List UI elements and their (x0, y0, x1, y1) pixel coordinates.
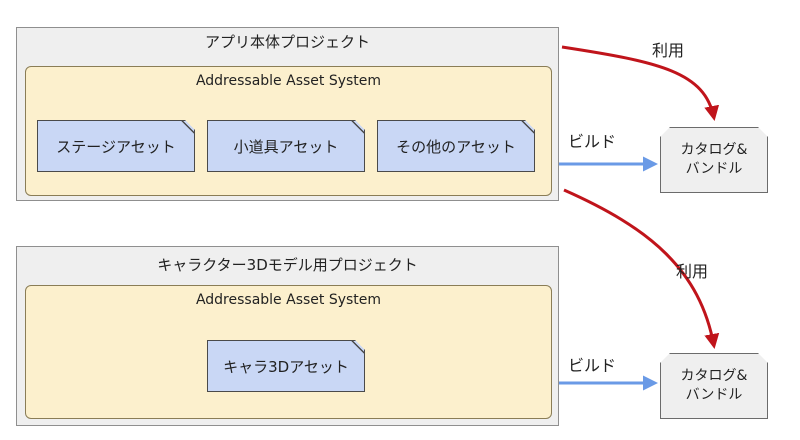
aas-title: Addressable Asset System (195, 292, 382, 308)
catalog-label-line1: カタログ& (680, 142, 748, 158)
catalog-bundle-1: カタログ& バンドル (660, 127, 768, 193)
project-title: キャラクター3Dモデル用プロジェクト (157, 256, 418, 274)
project-title: アプリ本体プロジェクト (204, 33, 370, 51)
catalog-label-line2: バンドル (685, 387, 743, 403)
asset-label: 小道具アセット (233, 137, 339, 156)
asset-stage: ステージアセット (37, 120, 195, 172)
asset-label: キャラ3Dアセット (223, 357, 349, 376)
use-label-1: 利用 (652, 41, 685, 60)
catalog-label-line1: カタログ& (680, 368, 748, 384)
asset-props: 小道具アセット (207, 120, 365, 172)
aas-title: Addressable Asset System (195, 73, 382, 89)
asset-label: その他のアセット (396, 137, 516, 156)
asset-character-3d: キャラ3Dアセット (207, 340, 365, 392)
build-label-2: ビルド (568, 356, 617, 375)
character-model-project: キャラクター3Dモデル用プロジェクト Addressable Asset Sys… (16, 246, 559, 426)
catalog-label-line2: バンドル (685, 161, 743, 177)
app-main-project: アプリ本体プロジェクト Addressable Asset System (16, 27, 559, 201)
use-label-2: 利用 (676, 262, 709, 281)
asset-label: ステージアセット (56, 137, 176, 156)
build-label-1: ビルド (568, 132, 617, 151)
use-arrow-2 (563, 188, 720, 349)
use-arrow-1 (561, 45, 720, 121)
catalog-bundle-2: カタログ& バンドル (660, 353, 768, 419)
asset-other: その他のアセット (377, 120, 535, 172)
